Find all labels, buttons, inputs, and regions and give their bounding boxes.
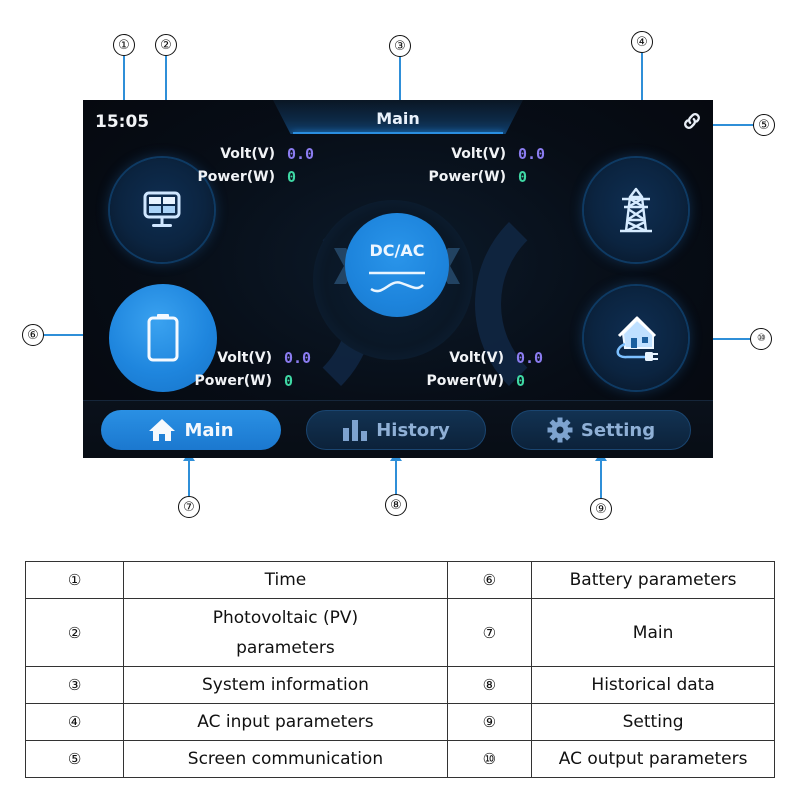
callout-10: ⑩ bbox=[750, 328, 772, 350]
legend-number: ② bbox=[24, 598, 125, 667]
load-readings: Volt(V) 0.0 Power(W) 0 bbox=[392, 346, 552, 392]
legend-description: AC output parameters bbox=[531, 740, 775, 778]
callout-1: ① bbox=[113, 34, 135, 56]
grid-volt-value: 0.0 bbox=[518, 144, 546, 163]
battery-node[interactable] bbox=[109, 284, 217, 392]
callout-8-line bbox=[395, 460, 397, 494]
legend-description: Main bbox=[531, 598, 775, 667]
legend-description: Screen communication bbox=[123, 740, 448, 778]
legend-number: ③ bbox=[24, 666, 125, 704]
legend-description: Historical data bbox=[531, 666, 775, 704]
inverter-screen: 15:05 Main Volt(V) 0.0 Power(W) 0 bbox=[83, 100, 713, 458]
callout-4: ④ bbox=[631, 31, 653, 53]
nav-main-label: Main bbox=[184, 419, 234, 441]
nav-setting-button[interactable]: Setting bbox=[511, 410, 691, 450]
solar-panel-icon bbox=[143, 191, 181, 227]
pv-volt-value: 0.0 bbox=[287, 144, 315, 163]
legend-row: ④ AC input parameters ⑨ Setting bbox=[24, 703, 775, 741]
legend-description: Photovoltaic (PV) parameters bbox=[123, 598, 448, 667]
bar-chart-icon bbox=[343, 420, 368, 441]
callout-7-line bbox=[188, 460, 190, 496]
callout-8: ⑧ bbox=[385, 494, 407, 516]
callout-1-line bbox=[123, 56, 125, 106]
legend-row: ③ System information ⑧ Historical data bbox=[24, 666, 775, 704]
legend-table: ① Time ⑥ Battery parameters ② Photovolta… bbox=[24, 561, 775, 778]
load-node[interactable] bbox=[584, 286, 688, 390]
load-power-value: 0 bbox=[516, 371, 526, 390]
legend-number: ⑨ bbox=[446, 703, 533, 741]
load-volt-label: Volt(V) bbox=[449, 349, 504, 366]
nav-setting-label: Setting bbox=[580, 419, 656, 441]
callout-6-line bbox=[44, 334, 104, 336]
grid-readings: Volt(V) 0.0 Power(W) 0 bbox=[394, 142, 554, 188]
grid-node[interactable] bbox=[584, 158, 688, 262]
gear-icon bbox=[547, 417, 573, 443]
clock-time: 15:05 bbox=[95, 112, 150, 132]
bottom-nav: Main History bbox=[83, 400, 713, 458]
callout-6: ⑥ bbox=[22, 324, 44, 346]
legend-row: ⑤ Screen communication ⑩ AC output param… bbox=[24, 740, 775, 778]
battery-power-value: 0 bbox=[284, 371, 294, 390]
nav-main-button[interactable]: Main bbox=[101, 410, 281, 450]
callout-9: ⑨ bbox=[590, 498, 612, 520]
nav-history-button[interactable]: History bbox=[306, 410, 486, 450]
legend-description: Battery parameters bbox=[531, 561, 775, 599]
legend-row: ① Time ⑥ Battery parameters bbox=[24, 561, 775, 599]
legend-row: ② Photovoltaic (PV) parameters ⑦ Main bbox=[24, 598, 775, 667]
legend-number: ⑩ bbox=[446, 740, 533, 778]
battery-icon bbox=[147, 314, 179, 362]
legend-number: ⑧ bbox=[446, 666, 533, 704]
legend-number: ④ bbox=[24, 703, 125, 741]
legend-number: ⑤ bbox=[24, 740, 125, 778]
pv-power-value: 0 bbox=[287, 167, 297, 186]
load-volt-value: 0.0 bbox=[516, 348, 544, 367]
link-icon[interactable] bbox=[681, 110, 703, 132]
legend-number: ① bbox=[24, 561, 125, 599]
pv-volt-label: Volt(V) bbox=[220, 145, 275, 162]
dcac-label: DC/AC bbox=[369, 241, 425, 260]
callout-2: ② bbox=[155, 34, 177, 56]
legend-number: ⑦ bbox=[446, 598, 533, 667]
pv-readings: Volt(V) 0.0 Power(W) 0 bbox=[163, 142, 323, 188]
callout-5-line bbox=[712, 124, 753, 126]
callout-5: ⑤ bbox=[753, 114, 775, 136]
grid-power-value: 0 bbox=[518, 167, 528, 186]
power-tower-icon bbox=[620, 187, 652, 233]
legend-description: System information bbox=[123, 666, 448, 704]
pv-power-label: Power(W) bbox=[197, 168, 275, 185]
callout-9-line bbox=[600, 460, 602, 498]
house-plug-icon bbox=[616, 316, 658, 361]
dcac-node[interactable]: DC/AC bbox=[345, 213, 449, 317]
legend-description: Setting bbox=[531, 703, 775, 741]
legend-description: AC input parameters bbox=[123, 703, 448, 741]
nav-history-label: History bbox=[376, 419, 450, 441]
grid-power-label: Power(W) bbox=[428, 168, 506, 185]
sine-wave-icon bbox=[369, 271, 425, 293]
callout-10-line bbox=[697, 338, 750, 340]
callout-7: ⑦ bbox=[178, 496, 200, 518]
battery-volt-value: 0.0 bbox=[284, 348, 312, 367]
load-power-label: Power(W) bbox=[426, 372, 504, 389]
legend-description: Time bbox=[123, 561, 448, 599]
pv-node[interactable] bbox=[110, 158, 214, 262]
battery-volt-label: Volt(V) bbox=[217, 349, 272, 366]
battery-readings: Volt(V) 0.0 Power(W) 0 bbox=[160, 346, 320, 392]
legend-number: ⑥ bbox=[446, 561, 533, 599]
header-tab: Main bbox=[273, 100, 523, 134]
header-title: Main bbox=[376, 109, 420, 128]
grid-volt-label: Volt(V) bbox=[451, 145, 506, 162]
callout-3: ③ bbox=[389, 35, 411, 57]
home-icon bbox=[149, 419, 176, 441]
battery-power-label: Power(W) bbox=[194, 372, 272, 389]
